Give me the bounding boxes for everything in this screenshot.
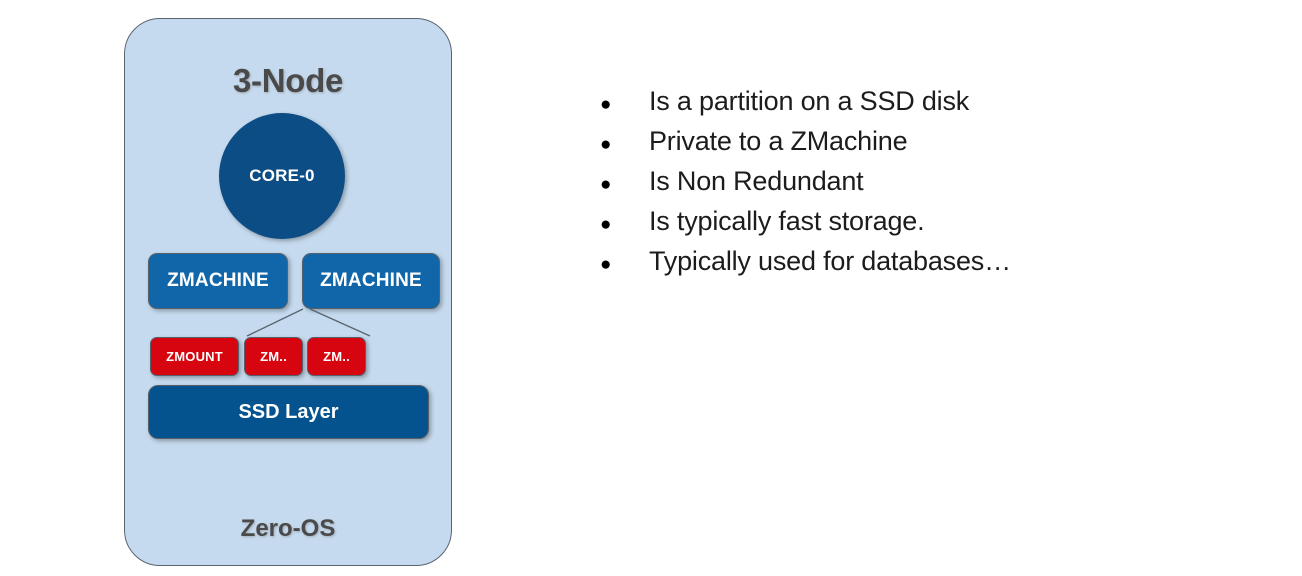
bullet-dot-icon: ● [600,214,612,235]
bullet-text-1: Private to a ZMachine [649,126,908,156]
page-title: 3-Node [232,62,344,99]
list-item: ● Private to a ZMachine [600,128,1240,168]
bullet-dot-icon: ● [600,174,612,195]
zmount-label-0: ZMOUNT [166,349,223,364]
bullet-dot-icon: ● [600,254,612,275]
zmount-label-2: ZM.. [323,349,350,364]
list-item: ● Is a partition on a SSD disk [600,88,1240,128]
list-item: ● Typically used for databases… [600,248,1240,288]
core-node-circle: CORE-0 [219,113,345,239]
bullet-list: ● Is a partition on a SSD disk ● Private… [600,88,1240,288]
bullet-text-0: Is a partition on a SSD disk [649,86,970,116]
zmachine-label-1: ZMACHINE [320,270,422,291]
zmachine-label-0: ZMACHINE [167,270,269,291]
zmount-box-0: ZMOUNT [150,337,239,376]
ssd-layer-label: SSD Layer [238,400,339,423]
zmachine-box-1: ZMACHINE [302,253,440,309]
zmount-label-1: ZM.. [260,349,287,364]
zmount-box-2: ZM.. [307,337,366,376]
bullet-dot-icon: ● [600,94,612,115]
list-item: ● Is Non Redundant [600,168,1240,208]
zmachine-box-0: ZMACHINE [148,253,288,309]
zmount-box-1: ZM.. [244,337,303,376]
bullet-text-2: Is Non Redundant [649,166,864,196]
bullet-dot-icon: ● [600,134,612,155]
core-node-label: CORE-0 [249,166,315,185]
list-item: ● Is typically fast storage. [600,208,1240,248]
bullet-text-3: Is typically fast storage. [649,206,925,236]
bullet-text-4: Typically used for databases… [649,246,1011,276]
zero-os-label: Zero-OS [240,515,336,542]
ssd-layer-bar: SSD Layer [148,385,429,439]
